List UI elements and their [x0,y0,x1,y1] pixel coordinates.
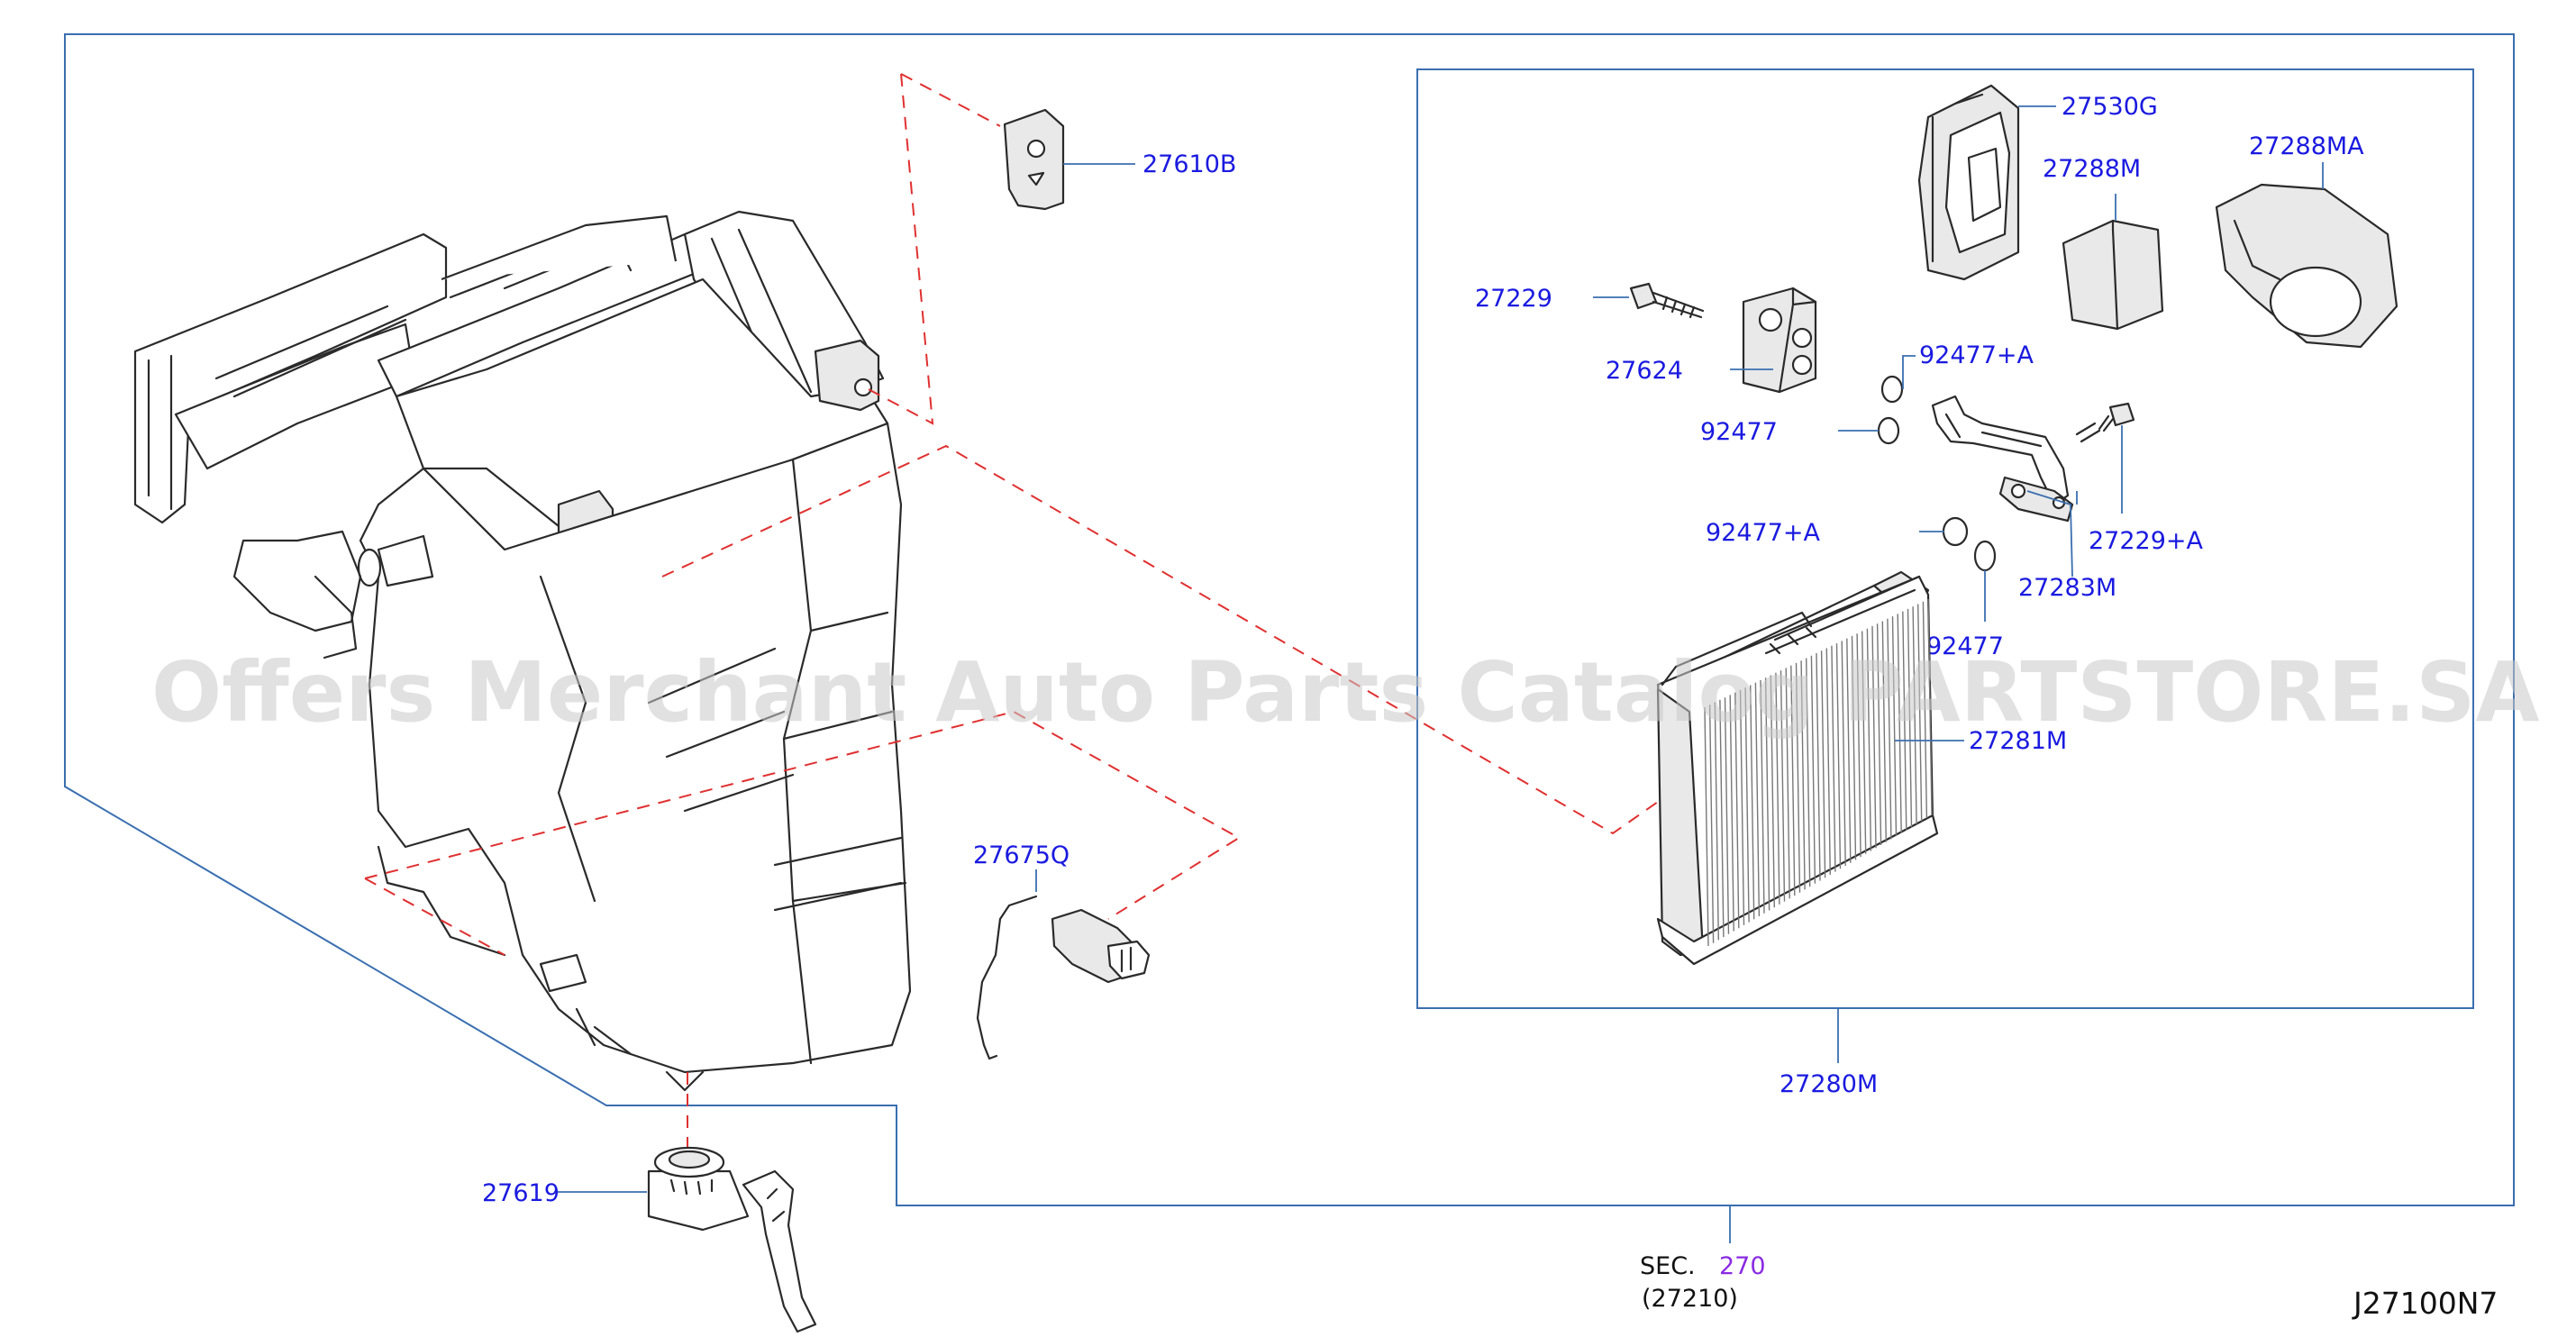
evaporator-fin [1876,623,1882,846]
label-92477A-top[interactable]: 92477+A [1919,341,2034,369]
evaporator-fin [1881,621,1887,842]
watermark-text: Offers Merchant Auto Parts Catalog PARTS… [151,644,2540,741]
evaporator-fin [1744,687,1750,923]
label-92477-left[interactable]: 92477 [1700,418,1778,446]
leader-92477A-top [1902,355,1916,389]
label-27283M[interactable]: 27283M [2018,574,2116,602]
evaporator-fin [1724,697,1730,934]
label-27229A[interactable]: 27229+A [2089,527,2204,555]
evaporator-fin [1866,628,1872,851]
evaporator-fin [1922,601,1928,819]
evaporator-core-27281M-drawing [1656,570,1939,966]
outer-assembly-frame [64,33,2515,1206]
evaporator-fins [1704,598,1933,947]
evaporator-fin [1871,625,1877,849]
evaporator-fin [1887,618,1892,840]
leader-27283M [2026,490,2078,578]
evaporator-fin [1831,645,1836,872]
evaporator-fin [1806,658,1811,887]
evaporator-fin [1820,650,1826,878]
evaporator-fin [1785,668,1790,899]
evaporator-fin [1816,652,1821,881]
heater-unit-housing-drawing [133,210,912,1092]
evaporator-fin [1770,675,1775,908]
evaporator-fin [1714,702,1719,941]
evaporator-fin [1734,692,1740,929]
label-27619[interactable]: 27619 [482,1179,560,1207]
evaporator-fin [1775,672,1780,905]
label-92477-bottom[interactable]: 92477 [1926,632,2004,660]
evaporator-fin [1800,660,1806,890]
pipe-27283M-drawing [1931,395,2074,523]
evaporator-fin [1825,648,1831,875]
evaporator-fin [1795,662,1801,893]
evaporator-fin [1754,682,1761,917]
evaporator-fin [1729,695,1734,932]
evaporator-fin [1851,635,1857,860]
dashed-line-evaporator [661,444,1659,835]
evaporator-fin [1790,665,1796,896]
evaporator-kit-frame [1416,68,2474,1009]
dashed-line-27675Q [364,710,1241,956]
diagram-code: J27100N7 [2352,1286,2498,1321]
evaporator-fin [1861,631,1867,854]
evaporator-fin [1835,643,1842,869]
label-27288MA[interactable]: 27288MA [2249,132,2364,160]
evaporator-fin [1704,706,1709,947]
evaporator-fin [1719,699,1725,938]
evaporator-fin [1780,670,1786,902]
evaporator-fin [1927,598,1933,816]
evaporator-fin [1846,638,1852,863]
expansion-valve-27624-drawing [1742,286,1817,394]
bolt-27229A-drawing [2075,402,2135,443]
sec-label: SEC. [1640,1252,1696,1280]
sec-number-link[interactable]: 270 [1719,1252,1766,1280]
label-27281M[interactable]: 27281M [1969,727,2067,755]
insulator-27288M-drawing [2062,219,2164,331]
evaporator-fin [1750,685,1755,920]
evaporator-fin [1902,611,1907,831]
dashed-line-27610B [864,73,1001,425]
evaporator-fin [1897,614,1902,833]
evaporator-fin [1708,705,1715,943]
evaporator-fin [1891,616,1898,837]
label-27675Q[interactable]: 27675Q [973,841,1070,869]
evaporator-fin [1810,655,1816,884]
evaporator-fin [1764,678,1770,911]
label-27229[interactable]: 27229 [1475,285,1552,313]
seal-27530G-drawing [1917,84,2020,281]
label-27610B[interactable]: 27610B [1142,150,1236,178]
bracket-27610B-drawing [1003,108,1065,211]
evaporator-fin [1907,608,1913,828]
evaporator-fin [1739,689,1745,925]
o-ring-drawings [1877,375,1997,572]
label-27280M[interactable]: 27280M [1780,1070,1878,1098]
insulator-27288MA-drawing [2215,183,2399,349]
drain-hose-27619-drawing [647,1146,817,1333]
label-27530G[interactable]: 27530G [2062,93,2158,121]
evaporator-fin [1917,604,1923,822]
evaporator-fin [1760,679,1765,914]
bolt-27229-drawing [1629,282,1705,319]
sec-sub-number: (27210) [1642,1285,1738,1313]
label-27288M[interactable]: 27288M [2043,155,2141,183]
evaporator-fin [1841,641,1846,867]
evaporator-fin [1856,633,1861,858]
label-92477A-mid[interactable]: 92477+A [1706,519,1821,547]
sensor-27675Q-drawing [976,895,1151,1060]
label-27624[interactable]: 27624 [1606,357,1683,385]
evaporator-fin [1912,606,1917,824]
